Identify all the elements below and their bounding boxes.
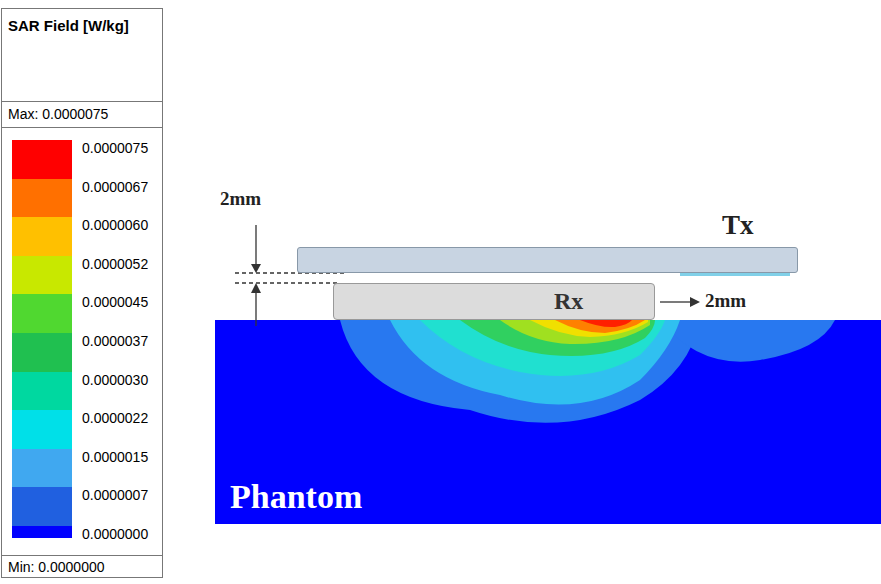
max-value: Max: 0.0000075 — [8, 106, 108, 122]
separator — [2, 101, 162, 102]
legend-swatch — [12, 372, 72, 411]
legend-swatch — [12, 487, 72, 526]
legend-value: 0.0000067 — [82, 179, 148, 195]
separator — [2, 555, 162, 556]
legend-value: 0.0000022 — [82, 410, 148, 426]
legend-value: 0.0000075 — [82, 140, 148, 156]
legend-swatch — [12, 294, 72, 333]
phantom-region: Phantom — [215, 320, 881, 524]
legend-value: 0.0000000 — [82, 526, 148, 542]
legend-swatch — [12, 217, 72, 256]
legend-swatch — [12, 333, 72, 372]
legend-swatch — [12, 140, 72, 179]
dimension-lines — [235, 225, 700, 326]
coil-label: Tx — [722, 210, 754, 241]
legend-value: 0.0000015 — [82, 449, 148, 465]
legend-swatch — [12, 410, 72, 449]
sar-distribution — [340, 320, 835, 423]
legend-swatch — [12, 526, 72, 538]
coil-label: Rx — [554, 288, 583, 315]
legend-title: SAR Field [W/kg] — [8, 15, 148, 37]
phantom-body — [215, 320, 881, 524]
legend-swatch — [12, 449, 72, 488]
dimension-label: 2mm — [220, 188, 261, 210]
rx-coil-box: Rx — [333, 283, 655, 320]
legend-swatch — [12, 179, 72, 218]
dimension-label: 2mm — [705, 290, 746, 312]
legend-value: 0.0000007 — [82, 487, 148, 503]
separator — [2, 127, 162, 128]
legend-value: 0.0000052 — [82, 256, 148, 272]
tx-coil-plate: Tx — [297, 247, 798, 273]
legend-value: 0.0000045 — [82, 294, 148, 310]
phantom-label: Phantom — [230, 478, 362, 516]
legend-value: 0.0000037 — [82, 333, 148, 349]
legend-value: 0.0000030 — [82, 372, 148, 388]
legend-value: 0.0000060 — [82, 217, 148, 233]
legend-swatch — [12, 256, 72, 295]
legend-panel: SAR Field [W/kg] Max: 0.0000075Min: 0.000… — [1, 8, 163, 578]
min-value: Min: 0.0000000 — [8, 559, 105, 575]
